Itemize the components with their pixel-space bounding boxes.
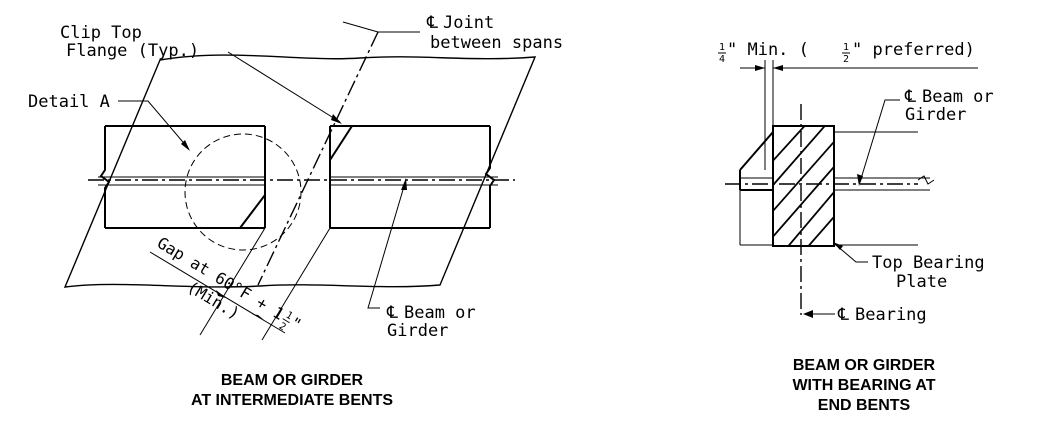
min-fraction-num: 1: [719, 42, 725, 53]
bearing-symbol: ℄: [837, 305, 849, 325]
right-title-3: END BENTS: [818, 397, 911, 414]
end-beam: [739, 131, 935, 191]
left-title-1: BEAM OR GIRDER: [221, 372, 364, 389]
joint-label-1: Joint: [443, 13, 494, 33]
min-fraction-den: 4: [719, 54, 725, 65]
beam-leader-left: [367, 182, 406, 309]
deck-outline: [63, 54, 537, 288]
joint-centerline: [257, 31, 379, 286]
clip-top-label-2: Flange (Typ.): [66, 41, 199, 61]
preferred-label: " preferred): [852, 40, 975, 60]
bearing-label: Bearing: [855, 305, 927, 325]
plate-label-1: Top Bearing: [872, 253, 985, 273]
detail-a-circle: [184, 133, 302, 251]
gap-fraction-num: 1: [284, 310, 295, 323]
end-beam-label-1: Beam or: [922, 87, 994, 107]
left-beam: [98, 125, 266, 229]
gap-fraction-den: 2: [277, 321, 288, 334]
right-title-1: BEAM OR GIRDER: [793, 357, 936, 374]
plate-leader: [835, 244, 868, 263]
plate-label-2: Plate: [896, 272, 947, 292]
end-beam-label-2: Girder: [905, 105, 966, 125]
end-beam-leader: [859, 99, 900, 183]
min-label: " Min. (: [727, 40, 809, 60]
detail-a-label: Detail A: [28, 92, 110, 112]
pref-fraction-num: 1: [843, 42, 849, 53]
top-bearing-plate: [772, 125, 835, 247]
pref-fraction-den: 2: [843, 54, 849, 65]
beam-label-left-2: Girder: [387, 321, 448, 341]
clip-flange-leader: [227, 51, 341, 123]
joint-label-2: between spans: [430, 33, 563, 53]
beam-label-left-1: Beam or: [404, 303, 476, 323]
right-title-2: WITH BEARING AT: [792, 377, 935, 394]
left-title-2: AT INTERMEDIATE BENTS: [191, 392, 393, 409]
end-bent-view: 1 4 " Min. ( 1 2 " preferred) ℄ Beam or …: [718, 40, 994, 414]
clip-top-label-1: Clip Top: [60, 23, 142, 43]
intermediate-bent-view: Clip Top Flange (Typ.) ℄ Joint between s…: [28, 13, 563, 409]
end-beam-symbol: ℄: [904, 87, 916, 107]
detail-a-leader: [118, 100, 189, 149]
joint-symbol: ℄: [426, 13, 438, 33]
right-beam: [329, 125, 498, 229]
beam-symbol-left: ℄: [386, 303, 398, 323]
